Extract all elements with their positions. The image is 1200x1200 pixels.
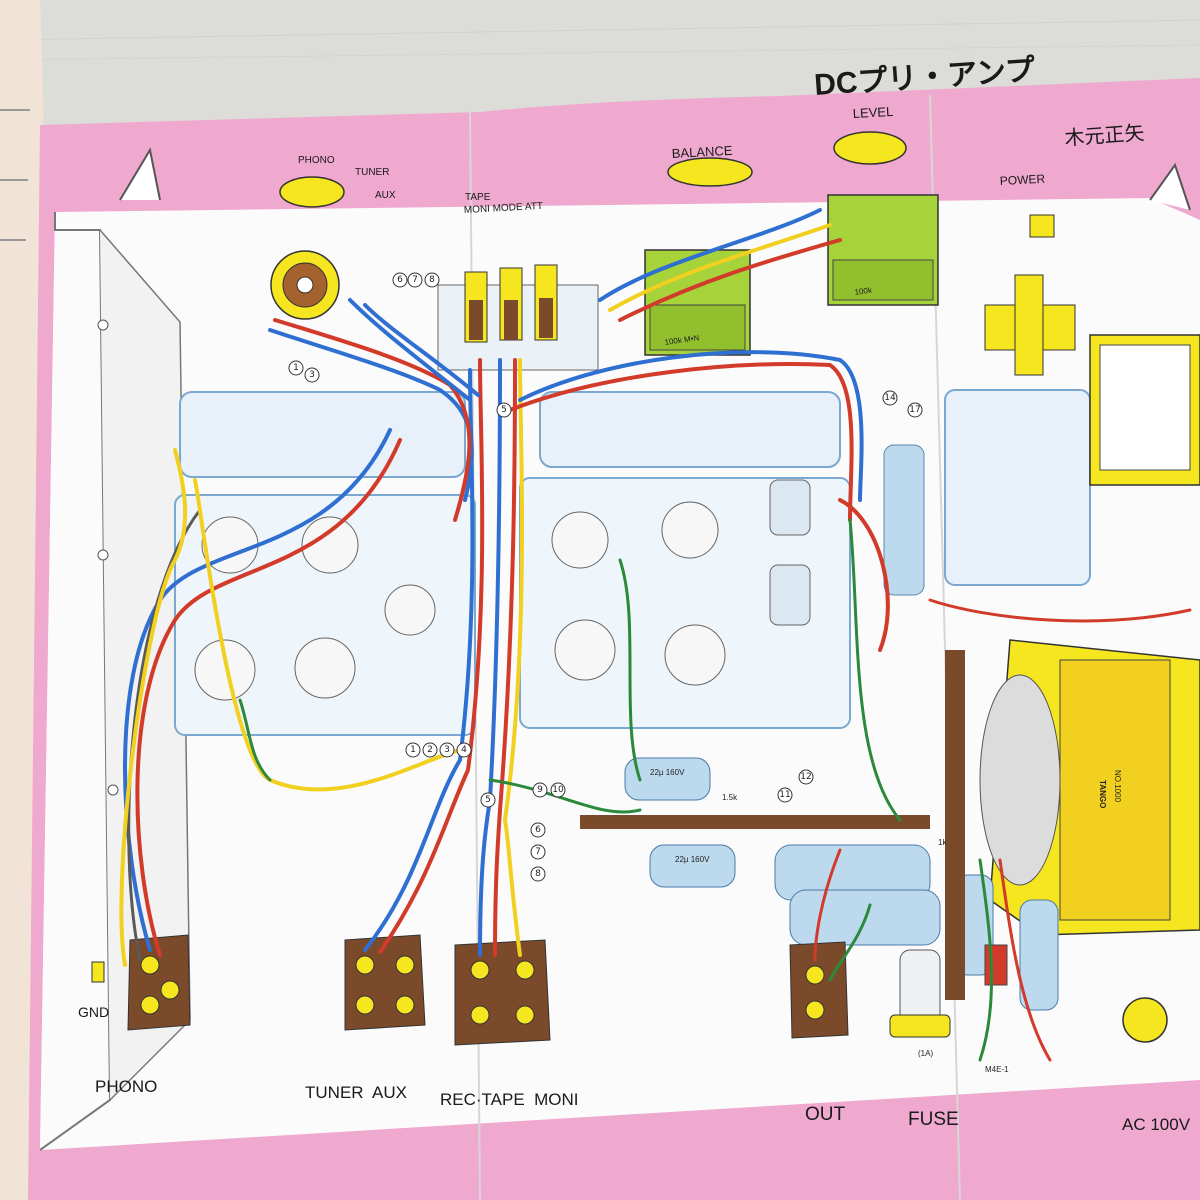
transformer-brand: TANGO xyxy=(1098,780,1107,808)
terminal-number: 4 xyxy=(461,745,467,755)
selector-rotary-switch xyxy=(270,250,340,320)
power-switch-block xyxy=(984,274,1076,376)
tape-label: TAPE xyxy=(465,192,491,203)
table-texture xyxy=(0,19,1200,61)
cap-b-label: 22µ 160V xyxy=(675,855,710,864)
chassis-handle-left xyxy=(119,147,161,201)
gnd-label: GND xyxy=(78,1004,109,1020)
fuse-holder xyxy=(889,949,951,1038)
chassis-screw xyxy=(107,784,119,796)
left-page-text-lines xyxy=(0,109,30,241)
wiring-harness xyxy=(119,208,1192,1062)
terminal-number: 5 xyxy=(485,795,491,805)
ac-cord-grommet xyxy=(1122,997,1168,1043)
bottom-label-phono: PHONO xyxy=(95,1077,157,1096)
terminal-number: 3 xyxy=(309,370,315,380)
main-transformer xyxy=(979,639,1200,936)
power-label: POWER xyxy=(999,172,1045,188)
terminal-number: 9 xyxy=(537,785,543,795)
level-knob xyxy=(833,131,907,165)
terminal-number: 1 xyxy=(293,363,299,373)
terminal-number: 10 xyxy=(552,785,564,795)
level-label: LEVEL xyxy=(852,104,893,121)
balance-label: BALANCE xyxy=(671,143,733,161)
terminal-number: 6 xyxy=(397,275,403,285)
chassis-handle-right xyxy=(1149,162,1191,211)
chassis-screw xyxy=(97,319,109,331)
chassis-screw xyxy=(97,549,109,561)
small-power-transformer xyxy=(1089,334,1200,486)
terminal-number: 2 xyxy=(427,745,433,755)
terminal-number: 3 xyxy=(444,745,450,755)
switch-labels: MONI MODE ATT xyxy=(464,201,544,216)
bottom-label-tuner-aux: TUNER AUX xyxy=(305,1083,407,1102)
tape-mode-att-switches xyxy=(437,264,599,371)
terminal-number: 11 xyxy=(779,790,790,800)
power-switch xyxy=(1029,214,1055,238)
vertical-tag-strip xyxy=(945,650,965,1000)
resistor-label: 1.5k xyxy=(722,793,738,802)
misc-label: 1k xyxy=(938,838,947,847)
selector-knob xyxy=(279,176,345,208)
terminal-number: 8 xyxy=(535,869,541,879)
terminal-number: 17 xyxy=(909,405,920,415)
tag-strip xyxy=(580,815,930,829)
terminal-number: 7 xyxy=(412,275,418,285)
pot-b-label: 100k xyxy=(854,286,873,297)
gnd-terminal xyxy=(91,961,105,983)
terminal-number: 1 xyxy=(410,745,416,755)
balance-knob xyxy=(667,157,753,187)
terminal-number: 6 xyxy=(535,825,541,835)
level-potentiometer xyxy=(827,194,939,306)
terminal-number: 14 xyxy=(884,393,896,403)
terminal-number: 8 xyxy=(429,275,435,285)
selector-label-tuner: TUNER xyxy=(355,167,389,178)
terminal-boards xyxy=(127,934,849,1046)
selector-label-phono: PHONO xyxy=(298,155,335,166)
transformer-model: NO.1000 xyxy=(1113,770,1122,803)
bottom-label-out: OUT xyxy=(805,1104,846,1125)
terminal-number-markers: 6 7 8 1 3 5 1 2 3 4 5 6 7 8 9 10 11 12 1… xyxy=(288,272,923,882)
bottom-label-ac: AC 100V xyxy=(1122,1115,1191,1134)
pcb-boards xyxy=(174,389,1091,736)
bottom-label-rec-tape-moni: REC·TAPE MONI xyxy=(440,1090,579,1109)
selector-label-aux: AUX xyxy=(375,190,396,201)
fuse-rating: (1A) xyxy=(918,1049,933,1058)
terminal-number: 7 xyxy=(535,847,541,857)
terminal-number: 12 xyxy=(800,772,811,782)
bottom-label-fuse: FUSE xyxy=(908,1109,959,1130)
author-name: 木元正矢 xyxy=(1064,121,1145,150)
switch-model: M4E-1 xyxy=(985,1065,1009,1074)
terminal-number: 5 xyxy=(501,405,507,415)
cap-a-label: 22µ 160V xyxy=(650,768,685,777)
